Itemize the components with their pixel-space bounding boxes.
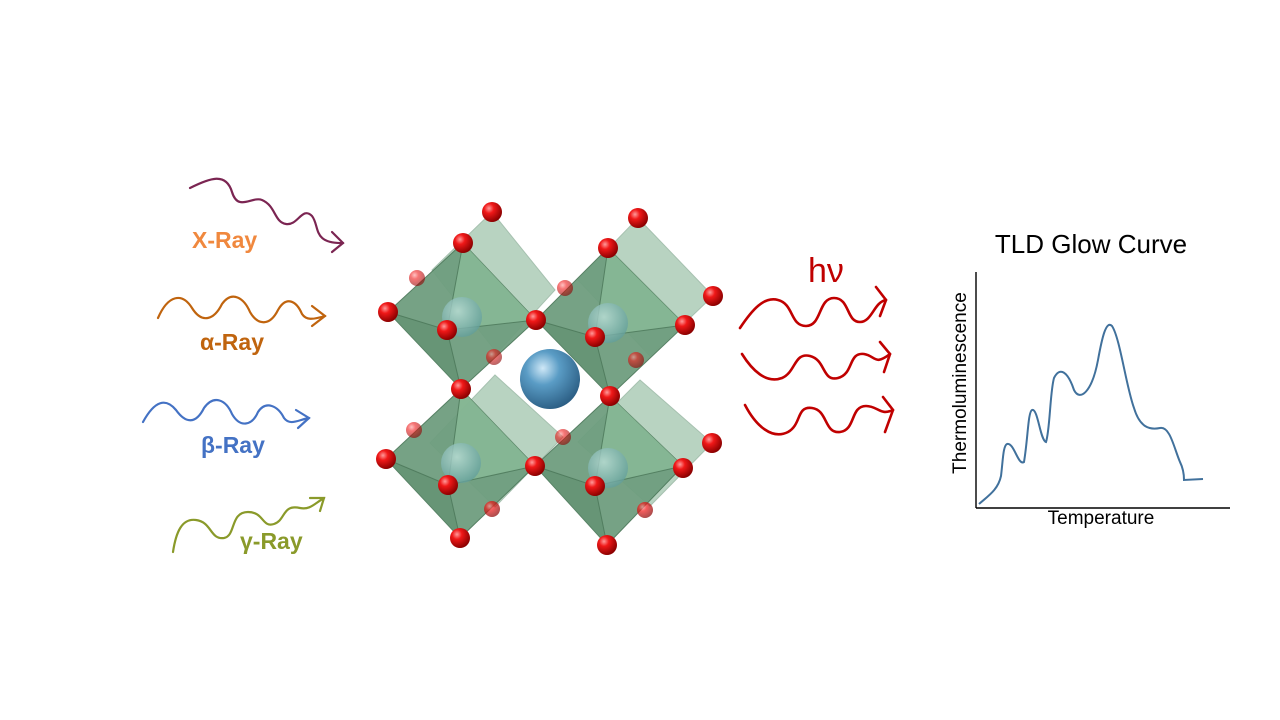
incoming-radiation: X-Ray α-Ray β-Ray γ-Ray bbox=[141, 177, 345, 554]
oxygen-atom bbox=[555, 429, 571, 445]
oxygen-atom bbox=[628, 352, 644, 368]
gamma-ray-label: γ-Ray bbox=[240, 528, 303, 554]
oxygen-atom bbox=[703, 286, 723, 306]
glow-curve-chart: TLD Glow Curve Temperature Thermolumines… bbox=[950, 229, 1230, 529]
oxygen-atom bbox=[585, 476, 605, 496]
alpha-ray-wave: α-Ray bbox=[156, 295, 327, 355]
oxygen-atom bbox=[378, 302, 398, 322]
oxygen-atom bbox=[526, 310, 546, 330]
oxygen-atom bbox=[585, 327, 605, 347]
x-axis-label: Temperature bbox=[1048, 508, 1155, 529]
oxygen-atom bbox=[600, 386, 620, 406]
oxygen-atom bbox=[438, 475, 458, 495]
emitted-wave-1 bbox=[738, 285, 888, 330]
hv-label: hν bbox=[808, 252, 844, 290]
gamma-ray-wave: γ-Ray bbox=[171, 496, 326, 554]
oxygen-atom bbox=[409, 270, 425, 286]
oxygen-atom bbox=[484, 501, 500, 517]
a-site-cation bbox=[520, 349, 580, 409]
beta-ray-label: β-Ray bbox=[201, 432, 265, 458]
perovskite-crystal bbox=[376, 202, 723, 555]
beta-ray-wave: β-Ray bbox=[141, 398, 311, 458]
y-axis-label: Thermoluminescence bbox=[950, 292, 971, 474]
oxygen-atom bbox=[702, 433, 722, 453]
oxygen-atom bbox=[598, 238, 618, 258]
oxygen-atom bbox=[437, 320, 457, 340]
emitted-wave-3 bbox=[743, 395, 895, 436]
oxygen-atom bbox=[525, 456, 545, 476]
oxygen-atom bbox=[486, 349, 502, 365]
oxygen-atom bbox=[675, 315, 695, 335]
oxygen-atom bbox=[482, 202, 502, 222]
oxygen-atom bbox=[406, 422, 422, 438]
glow-curve-line bbox=[978, 323, 1204, 505]
oxygen-atom bbox=[597, 535, 617, 555]
oxygen-atom bbox=[637, 502, 653, 518]
x-ray-label: X-Ray bbox=[192, 227, 257, 253]
oxygen-anions bbox=[376, 202, 723, 555]
alpha-ray-label: α-Ray bbox=[200, 329, 264, 355]
emitted-wave-2 bbox=[740, 340, 892, 381]
oxygen-atom bbox=[453, 233, 473, 253]
chart-title: TLD Glow Curve bbox=[995, 229, 1187, 259]
oxygen-atom bbox=[376, 449, 396, 469]
oxygen-atom bbox=[451, 379, 471, 399]
emitted-light: hν bbox=[738, 252, 895, 436]
oxygen-atom bbox=[673, 458, 693, 478]
oxygen-atom bbox=[628, 208, 648, 228]
x-ray-wave: X-Ray bbox=[188, 177, 345, 254]
oxygen-atom bbox=[450, 528, 470, 548]
b-cation-bottom-left bbox=[441, 443, 481, 483]
oxygen-atom bbox=[557, 280, 573, 296]
